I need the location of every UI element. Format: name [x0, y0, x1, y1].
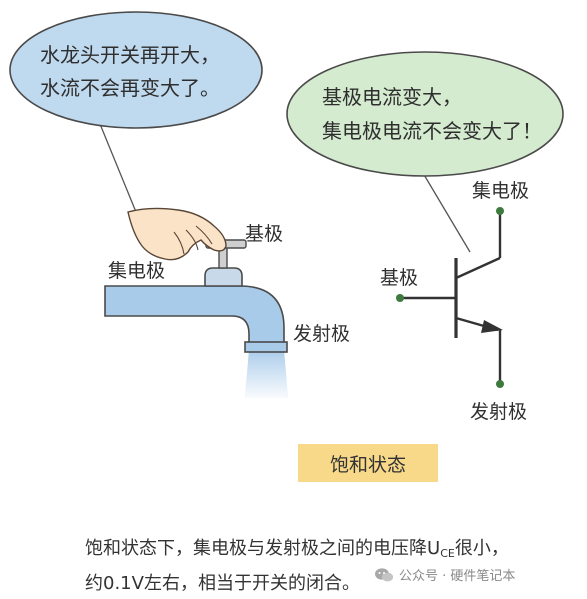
hand-illustration: [127, 207, 227, 261]
caption: 饱和状态下，集电极与发射极之间的电压降UCE很小， 约0.1V左右，相当于开关的…: [85, 534, 585, 599]
state-label: 饱和状态: [298, 444, 438, 482]
bubble-right-line1: 基极电流变大，: [322, 85, 462, 109]
bubble-left-line1: 水龙头开关再开大，: [40, 43, 220, 67]
transistor-symbol: [396, 207, 504, 388]
bubble-right-line2: 集电极电流不会变大了！: [322, 119, 542, 143]
faucet-label-emitter: 发射极: [293, 323, 350, 345]
caption-subscript: CE: [440, 547, 455, 560]
caption-line1: 饱和状态下，集电极与发射极之间的电压降UCE很小，: [85, 534, 585, 569]
watermark: 公众号 · 硬件笔记本: [374, 565, 515, 584]
speech-bubble-right: 基极电流变大， 集电极电流不会变大了！: [286, 51, 564, 253]
base-terminal-dot: [396, 294, 404, 302]
faucet-pipe: [104, 245, 288, 353]
faucet-label-collector: 集电极: [108, 260, 165, 282]
faucet-label-base: 基极: [245, 223, 283, 245]
emitter-terminal-dot: [496, 380, 504, 388]
watermark-text: 公众号 · 硬件笔记本: [399, 569, 516, 584]
transistor-label-emitter: 发射极: [470, 401, 527, 423]
wechat-icon: [375, 567, 394, 581]
caption-text-part1: 饱和状态下，集电极与发射极之间的电压降U: [85, 538, 441, 559]
bubble-left-line2: 水流不会再变大了。: [40, 76, 220, 100]
transistor-label-base: 基极: [380, 267, 418, 289]
speech-bubble-left: 水龙头开关再开大， 水流不会再变大了。: [9, 11, 263, 213]
caption-text-part2: 很小，: [454, 538, 509, 559]
caption-line2: 约0.1V左右，相当于开关的闭合。: [85, 573, 360, 594]
transistor-label-collector: 集电极: [472, 180, 529, 202]
collector-terminal-dot: [496, 207, 504, 215]
